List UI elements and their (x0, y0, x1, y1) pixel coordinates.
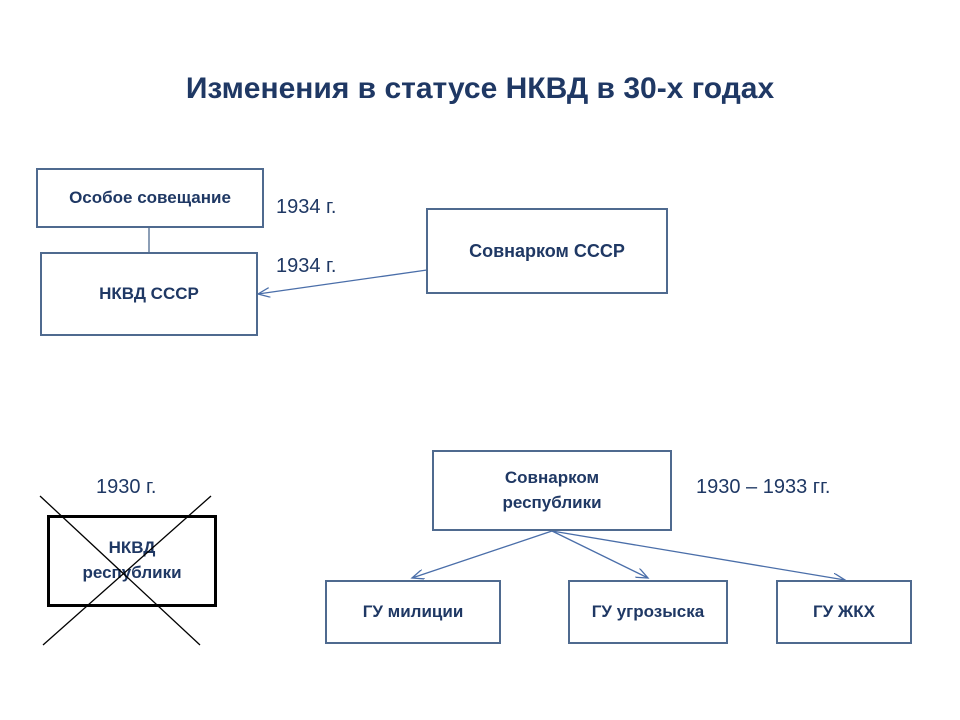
arrow-to-gu-housing (551, 530, 845, 580)
box-nkvd-ussr: НКВД СССР (40, 252, 258, 336)
arrow-to-gu-criminal (551, 530, 648, 578)
year-republic-period: 1930 – 1933 гг. (696, 476, 831, 498)
box-sovnarkom-republics: Совнарком республики (432, 450, 672, 531)
box-gu-housing: ГУ ЖКХ (776, 580, 912, 644)
year-nkvd-ussr: 1934 г. (276, 255, 337, 277)
box-gu-militia: ГУ милиции (325, 580, 501, 644)
gu-criminal-label: ГУ угрозыска (591, 601, 705, 621)
sovnarkom-ussr-label: Совнарком СССР (469, 240, 625, 261)
slide-title: Изменения в статусе НКВД в 30-х годах (185, 72, 775, 105)
gu-militia-label: ГУ милиции (362, 601, 464, 621)
special-meeting-label: Особое совещание (69, 187, 231, 207)
box-special-meeting: Особое совещание (36, 168, 264, 228)
year-special-meeting: 1934 г. (276, 196, 337, 218)
nkvd-ussr-label: НКВД СССР (99, 283, 199, 303)
nkvd-republics-line2: республики (82, 563, 182, 582)
box-gu-criminal: ГУ угрозыска (568, 580, 728, 644)
nkvd-republics-line1: НКВД (108, 538, 156, 558)
box-sovnarkom-ussr: Совнарком СССР (426, 208, 668, 294)
gu-housing-label: ГУ ЖКХ (812, 601, 875, 621)
sovnarkom-republics-line1: Совнарком (504, 467, 600, 487)
year-abolished: 1930 г. (96, 476, 157, 498)
arrow-to-gu-militia (412, 530, 553, 578)
sovnarkom-republics-line2: республики (502, 492, 602, 512)
box-nkvd-republics: НКВД республики (47, 515, 217, 607)
